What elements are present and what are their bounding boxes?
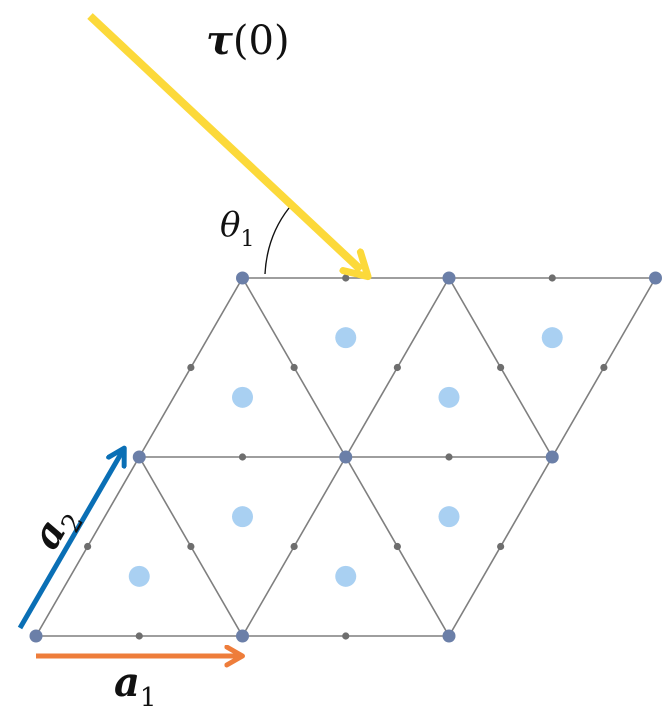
center-site	[232, 506, 253, 528]
vertex-site	[442, 271, 456, 285]
theta-subscript: 1	[240, 227, 254, 252]
a2-arrow	[17, 452, 122, 630]
a2-label: a2	[22, 497, 90, 561]
a1-subscript: 1	[140, 683, 157, 713]
edge-site	[290, 542, 298, 551]
vertex-site	[649, 271, 662, 285]
edge-site	[290, 363, 298, 372]
edge-site	[393, 542, 401, 551]
edge-site	[342, 632, 350, 640]
edge-site	[600, 363, 608, 372]
vertex-site	[29, 629, 43, 643]
tau-symbol: τ	[206, 17, 233, 64]
a1-symbol: a	[114, 659, 140, 706]
vertex-site	[442, 629, 456, 643]
center-site	[438, 506, 460, 528]
edge-site	[445, 453, 453, 461]
tau-label: τ(0)	[206, 17, 290, 64]
theta-arc	[264, 207, 290, 275]
edge-site	[393, 363, 401, 372]
theta-symbol: θ	[220, 205, 240, 245]
center-site	[335, 565, 357, 587]
center-site	[128, 565, 150, 587]
vertex-sites	[29, 271, 662, 643]
center-site	[232, 386, 253, 408]
vertex-site	[236, 271, 249, 285]
edge-site	[548, 274, 556, 282]
a1-label: a1	[114, 659, 156, 713]
center-site	[541, 327, 563, 349]
edge-site	[187, 542, 195, 551]
edge-site	[187, 363, 195, 372]
tau-argument: (0)	[233, 18, 290, 64]
edge-site	[497, 542, 505, 551]
edge-site	[238, 453, 247, 461]
center-site	[438, 386, 460, 408]
tau-arrow	[87, 13, 361, 270]
center-site	[335, 327, 357, 349]
a2-label-group: a2	[22, 497, 90, 561]
vertex-site	[132, 450, 146, 464]
vertex-site	[545, 450, 559, 464]
edge-site	[497, 363, 505, 372]
edge-site	[135, 632, 143, 640]
edge-site	[84, 542, 92, 551]
center-sites	[128, 327, 563, 587]
theta-label: θ1	[220, 205, 254, 252]
vertex-site	[339, 450, 353, 464]
vertex-site	[236, 629, 249, 643]
edge-site	[342, 274, 350, 282]
